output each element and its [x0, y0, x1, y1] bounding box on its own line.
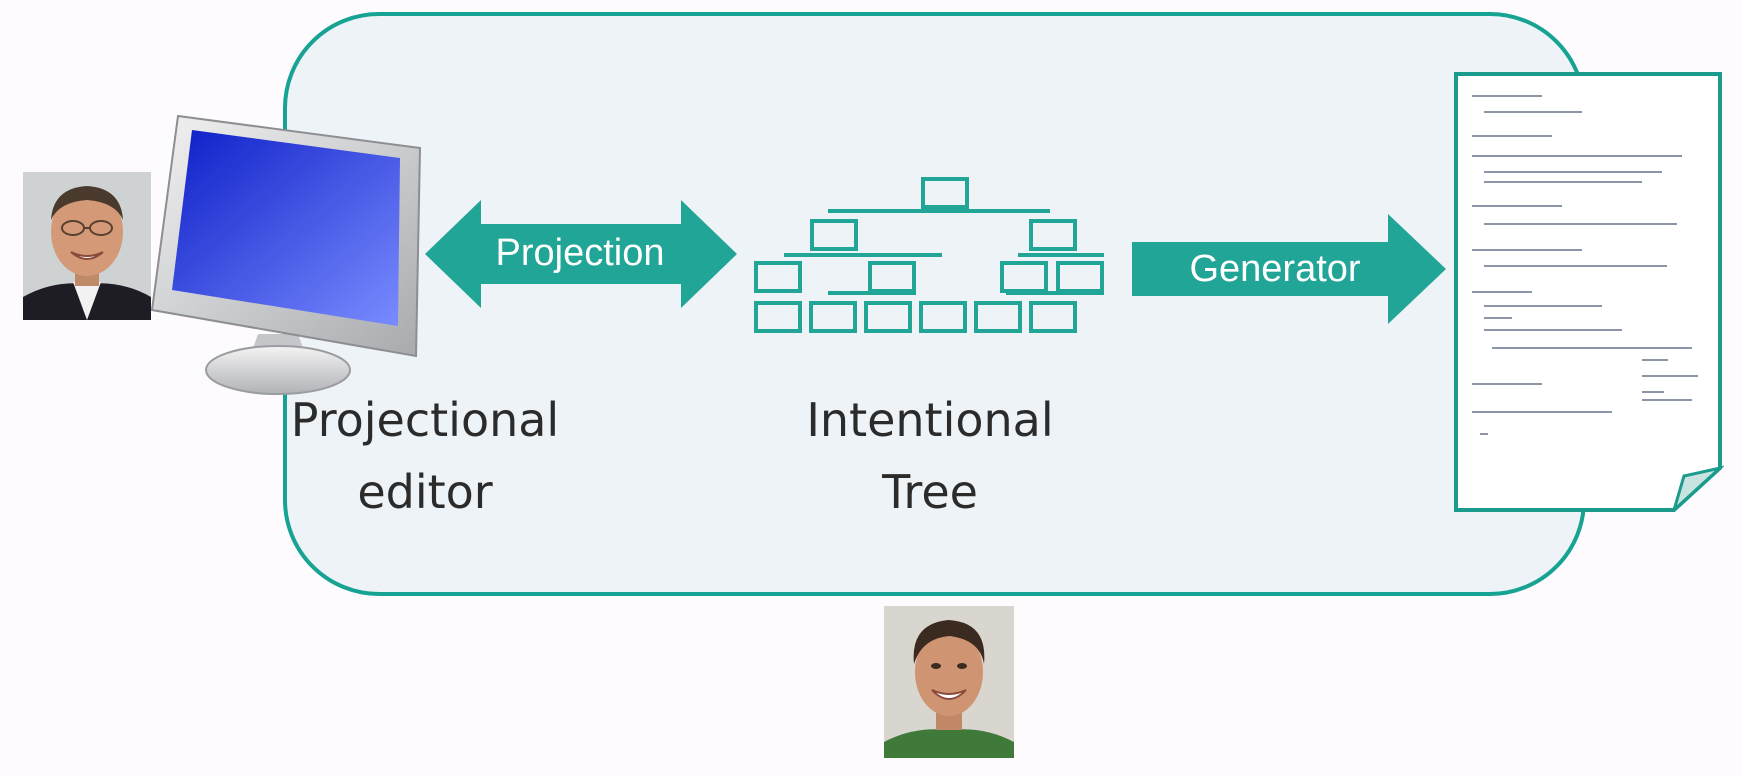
- person-photo-bottom: [884, 606, 1014, 758]
- computer-monitor-icon: [148, 112, 423, 397]
- editor-label-line2: editor: [357, 465, 493, 519]
- editor-label-line1: Projectional: [290, 393, 560, 447]
- generator-arrow: [1132, 214, 1446, 324]
- projection-arrow: [425, 200, 737, 308]
- projectional-editor-label: Projectional editor: [265, 384, 585, 528]
- generator-label: Generator: [1189, 248, 1361, 290]
- person-photo-left: [23, 172, 151, 320]
- code-document-icon: [1452, 70, 1726, 515]
- intentional-tree-label: Intentional Tree: [780, 384, 1080, 528]
- tree-label-line1: Intentional: [806, 393, 1054, 447]
- projection-label: Projection: [495, 232, 665, 274]
- tree-icon: [748, 175, 1108, 337]
- tree-label-line2: Tree: [882, 465, 978, 519]
